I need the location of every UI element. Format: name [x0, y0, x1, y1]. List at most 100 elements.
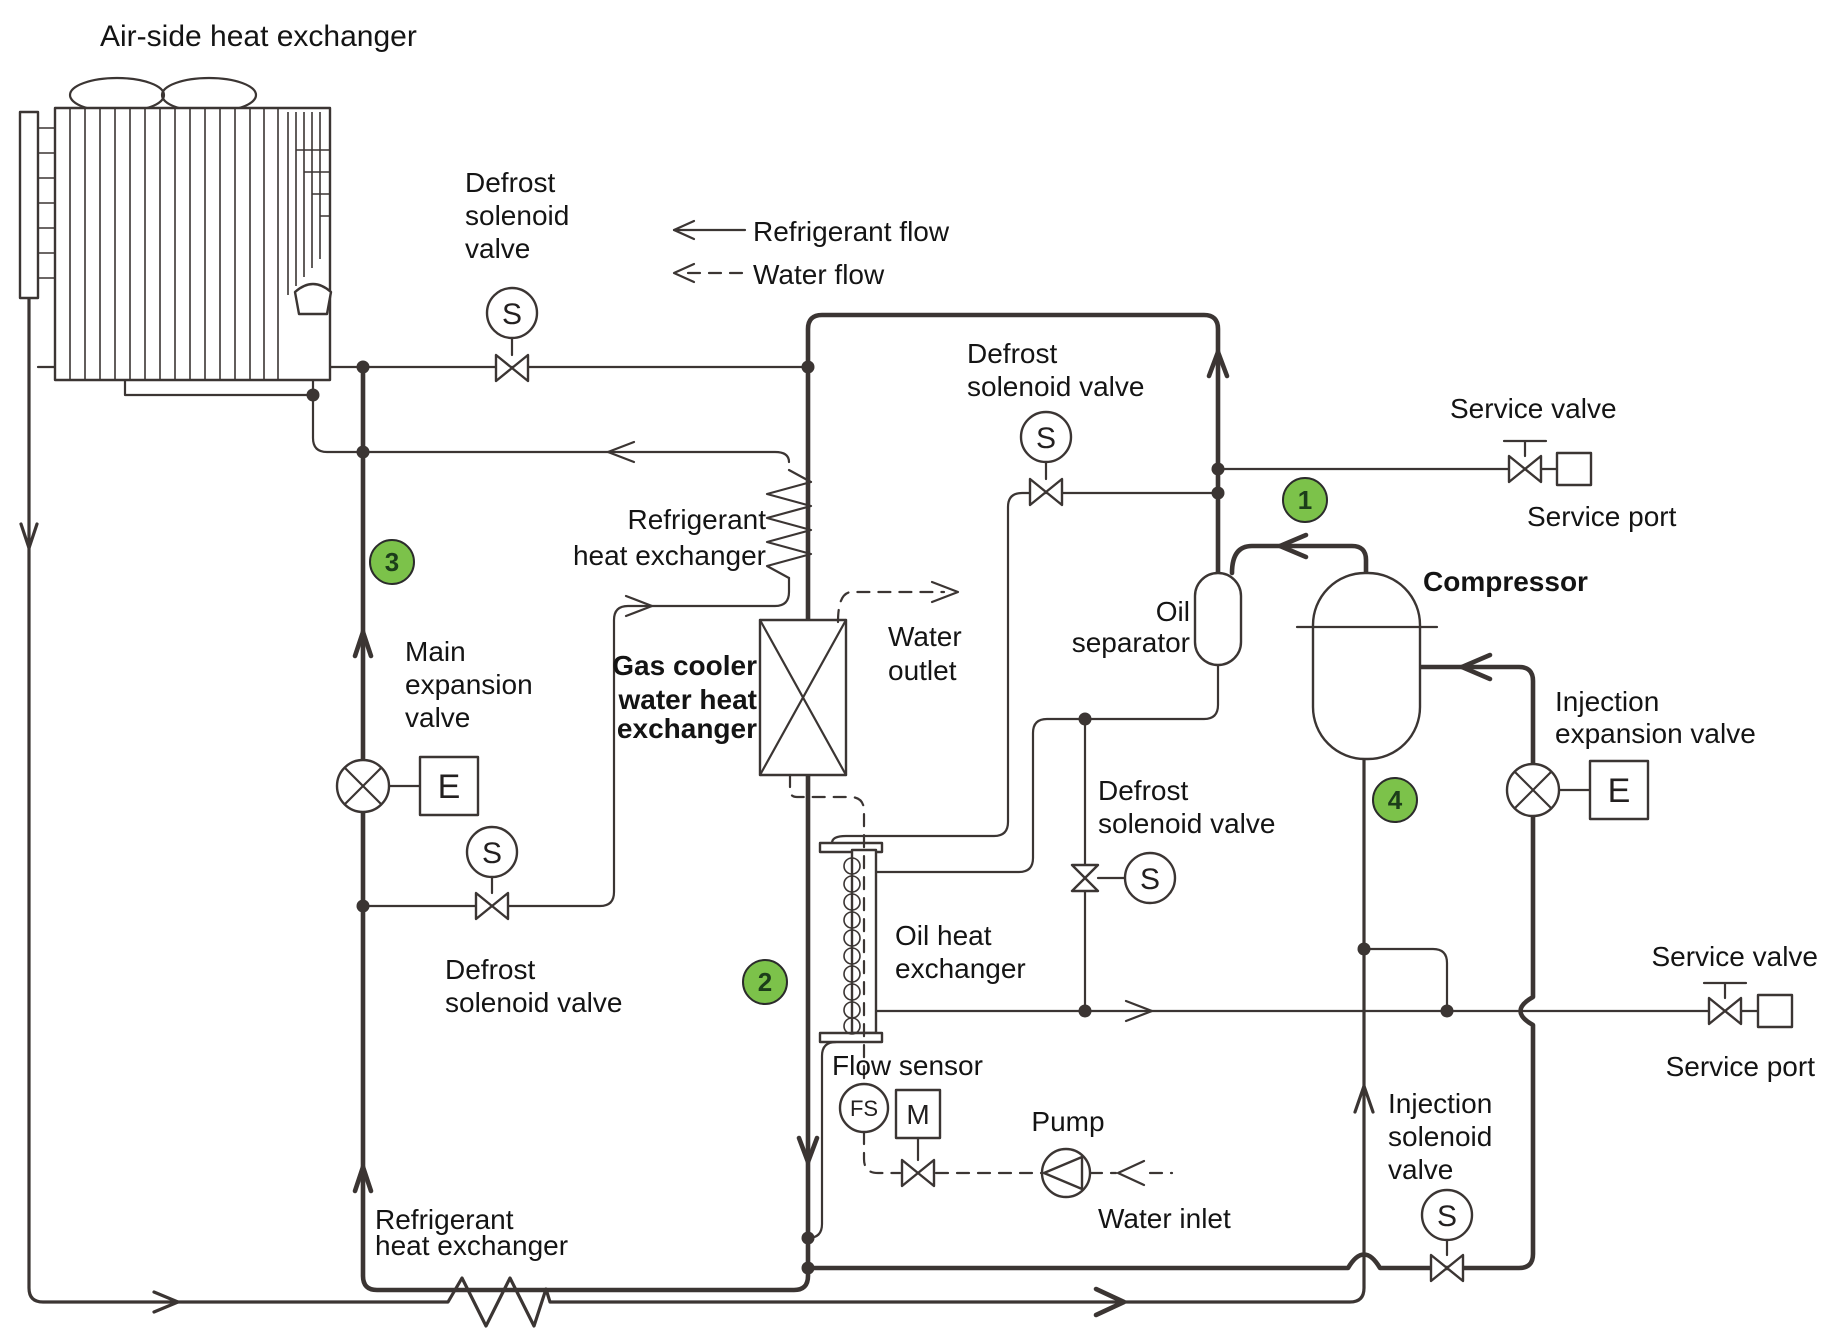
label-refrig-hx-bottom: Refrigerant	[375, 1204, 514, 1235]
refrig-hx-coil-zigzag	[765, 468, 813, 580]
label-defrost-mid: Defrost	[967, 338, 1057, 369]
thick-pipes	[19, 296, 1375, 1328]
water-outlet-line	[836, 590, 946, 624]
arrow-up-left-riser-2	[352, 1164, 374, 1194]
solenoid-letter: S	[1036, 422, 1056, 455]
coil-return-bends	[287, 112, 330, 295]
dot-junction	[801, 1231, 815, 1245]
coil-block	[53, 106, 332, 382]
svg-text:solenoid: solenoid	[1388, 1121, 1492, 1152]
marker-1-circle	[1282, 477, 1328, 523]
arrow-down-leftline	[19, 522, 39, 550]
label-gas-cooler: Gas cooler	[612, 650, 757, 681]
svg-text:solenoid valve: solenoid valve	[1098, 808, 1275, 839]
dot-junction	[1357, 942, 1371, 956]
motor-box	[894, 1088, 942, 1140]
service-valve-icon	[1707, 996, 1743, 1026]
legend-water-arrow	[672, 262, 696, 284]
service-valve-handle	[1702, 981, 1748, 1000]
label-service-valve-bottom: Service valve	[1651, 941, 1818, 972]
injection-line	[809, 652, 1536, 1271]
valve-icon	[1028, 477, 1064, 507]
solenoid-icon	[1123, 851, 1177, 905]
svg-text:heat exchanger: heat exchanger	[375, 1230, 568, 1261]
refrig-flow-arrow-left	[606, 440, 636, 464]
label-compressor: Compressor	[1423, 566, 1588, 597]
solenoid-letter: S	[1140, 863, 1160, 896]
arrow-right-bottom-1	[152, 1290, 180, 1314]
header-rungs	[38, 127, 55, 279]
oil-hx-coil-loops	[843, 857, 861, 1035]
refrig-flow-arrow-right	[624, 594, 654, 618]
valve-icon	[494, 353, 530, 383]
label-injection-exp-valve: Injection	[1555, 686, 1659, 717]
pump-triangle	[1042, 1155, 1084, 1191]
marker-3-circle	[369, 539, 415, 585]
label-service-valve-top: Service valve	[1450, 393, 1617, 424]
label-oil-separator: Oil	[1156, 596, 1190, 627]
label-service-port-bottom: Service port	[1666, 1051, 1816, 1082]
injection-pipe	[809, 664, 1536, 1271]
air-side-heat-exchanger	[18, 76, 333, 382]
svg-text:solenoid: solenoid	[465, 200, 569, 231]
svg-text:water heat: water heat	[618, 684, 758, 715]
label-flow-sensor: Flow sensor	[832, 1050, 983, 1081]
marker-1-number: 1	[1298, 485, 1312, 515]
label-defrost-right: Defrost	[1098, 775, 1188, 806]
solenoid-icon	[485, 286, 539, 340]
svg-text:exchanger: exchanger	[895, 953, 1026, 984]
service-flow-arrow	[1124, 999, 1154, 1023]
liquid-line-main	[360, 364, 811, 1293]
water-outlet-arrow	[930, 580, 960, 604]
compressor-shell	[1311, 571, 1422, 761]
svg-text:separator: separator	[1072, 627, 1190, 658]
expansion-letter: E	[1608, 772, 1631, 810]
motor-letter: M	[906, 1099, 929, 1130]
dot-junction	[1440, 1004, 1454, 1018]
arrow-up-suction	[1353, 1084, 1375, 1114]
dot-junction	[356, 445, 370, 459]
marker-4-circle	[1372, 777, 1418, 823]
water-inlet-arrow	[1116, 1159, 1146, 1187]
label-air-hx: Air-side heat exchanger	[100, 20, 417, 53]
solenoid-letter: S	[482, 837, 502, 870]
compressor-discharge	[1229, 543, 1369, 576]
marker-4-number: 4	[1388, 785, 1403, 815]
suction-service-branch	[1362, 947, 1449, 1013]
junction-dots	[306, 360, 1454, 1275]
service-port-icon	[1756, 993, 1794, 1029]
valve-icon	[474, 891, 510, 921]
arrow-left-discharge	[1277, 532, 1309, 560]
arrow-up-left-riser-1	[352, 629, 374, 659]
legend-water-label: Water flow	[753, 259, 885, 290]
flow-legend: Refrigerant flow Water flow	[672, 216, 950, 290]
arrow-down-gascooler	[796, 1135, 820, 1165]
solenoid-icon	[1420, 1188, 1474, 1242]
gas-cooler-cross	[758, 618, 848, 777]
controller-box	[1588, 759, 1650, 821]
arrow-left-injection	[1459, 652, 1493, 682]
legend-refrigerant-label: Refrigerant flow	[753, 216, 950, 247]
svg-text:heat exchanger: heat exchanger	[573, 540, 766, 571]
solenoid-icon	[465, 825, 519, 879]
defrost2-branch	[830, 491, 1220, 845]
valve-icon	[1429, 1253, 1465, 1283]
oil-return-line	[874, 663, 1220, 874]
svg-text:outlet: outlet	[888, 655, 957, 686]
airhx-bottom-link	[123, 312, 365, 454]
svg-text:solenoid valve: solenoid valve	[445, 987, 622, 1018]
label-service-port-top: Service port	[1527, 501, 1677, 532]
svg-text:expansion valve: expansion valve	[1555, 718, 1756, 749]
service-valve-handle	[1502, 439, 1548, 458]
svg-text:expansion: expansion	[405, 669, 533, 700]
expansion-valve-cross	[1513, 770, 1553, 810]
dot-junction	[356, 899, 370, 913]
valve-icon	[900, 1158, 936, 1188]
dot-junction	[1078, 1004, 1092, 1018]
label-water-inlet: Water inlet	[1098, 1203, 1231, 1234]
label-defrost-left: Defrost	[445, 954, 535, 985]
suction-loop-line	[27, 296, 1366, 1328]
solenoid-letter: S	[1437, 1200, 1457, 1233]
